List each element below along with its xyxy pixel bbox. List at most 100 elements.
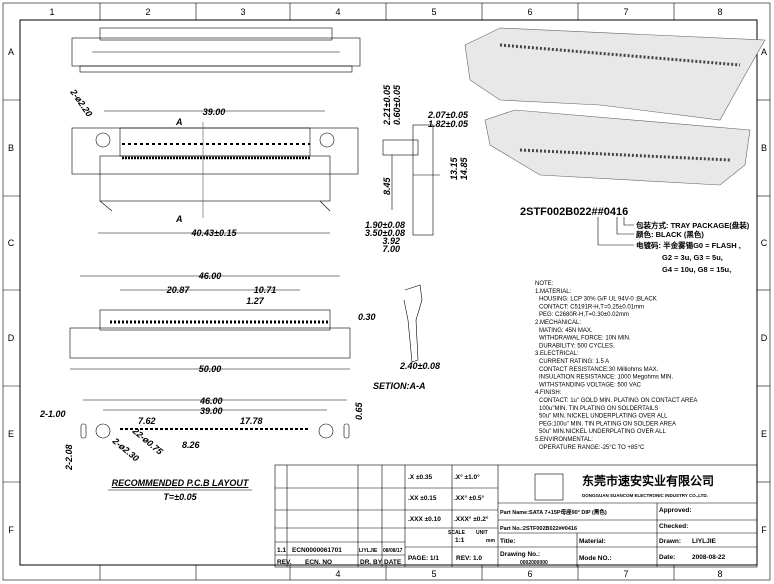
col-label: 5 [431, 569, 436, 579]
note-line: WITHSTANDING VOLTAGE: 500 VAC [539, 382, 642, 388]
drawing-number-label: Drawing No.: [500, 551, 540, 558]
ecn-value: ECN0000061701 [292, 547, 342, 554]
pcb-tolerance: T=±0.05 [163, 492, 197, 502]
drawn-value: LIYLJIE [692, 538, 717, 545]
dim-label: 39.00 [203, 107, 226, 117]
date-value: 08/08/17 [383, 548, 403, 554]
row-label: D [761, 333, 768, 343]
rev-value: 1.1 [277, 547, 286, 554]
tolerance: .XXX° ±0.2° [454, 515, 489, 523]
dim-label: 3.50±0.08 [365, 228, 405, 238]
note-line: CONTACT: 1u" GOLD MIN. PLATING ON CONTAC… [539, 398, 697, 404]
tolerance: .X° ±1.0° [454, 473, 480, 481]
row-label: B [761, 143, 767, 153]
company-name-cn: 东莞市速安实业有限公司 [582, 473, 714, 488]
part-name: Part Name:SATA 7+15P母座90° DIP (黑色) [500, 508, 607, 516]
dim-label: 2-1.00 [39, 409, 66, 419]
dim-label: 0.60±0.05 [392, 84, 402, 125]
part-code-legend: 2STF002B022##0416 包装方式: TRAY PACKAGE(盘装)… [520, 206, 750, 274]
note-line: PEG:100u" MIN. TIN PLATING ON SOLDER ARE… [539, 421, 676, 427]
note-line: CURRENT RATING: 1.5 A [539, 359, 609, 365]
note-line: NOTE: [535, 281, 554, 287]
note-line: HOUSING: LCP 30% G/F UL 94V-0 ;BLACK [539, 297, 657, 303]
code-line: G4 = 10u, G8 = 15u, [662, 265, 731, 274]
dim-label: 2-ø2.30 [110, 435, 141, 463]
dim-label: 40.43±0.15 [191, 228, 238, 238]
dim-label: 17.78 [240, 416, 263, 426]
row-label: F [761, 525, 767, 535]
title-field: Title: [500, 538, 515, 545]
dim-label: 3.92 [382, 236, 400, 246]
notes: NOTE:1.MATERIAL:HOUSING: LCP 30% G/F UL … [535, 281, 697, 451]
code-line: 颜色: BLACK (黑色) [636, 229, 704, 239]
approved-field: Approved: [659, 507, 692, 514]
tolerance: .XX ±0.15 [408, 495, 437, 502]
scale-label: SCALE [448, 530, 466, 536]
ecn-header: ECN. NO [305, 559, 332, 566]
col-label: 7 [623, 7, 628, 17]
drawn-label: Drawn: [659, 538, 681, 545]
drby-header: DR. BY [360, 559, 383, 566]
checked-field: Checked: [659, 523, 688, 530]
dim-label: 2.21±0.05 [382, 84, 392, 126]
pcb-layout-title: RECOMMENDED P.C.B LAYOUT [112, 478, 250, 488]
row-label: A [761, 47, 767, 57]
page-number: PAGE: 1/1 [408, 555, 439, 562]
col-label: 1 [49, 7, 54, 17]
dim-label: 13.15 [449, 156, 459, 180]
plan-view: 39.00 40.43±0.15 2-ø2.20 A A [68, 87, 359, 238]
note-line: 2.MECHANICAL: [535, 320, 581, 326]
note-line: 50u" MIN.NICKEL UNDERPLATING OVER ALL [539, 429, 666, 435]
drawing-number: 0002000000 [520, 560, 548, 566]
unit-label: UNIT [476, 530, 488, 536]
tolerance: .XX° ±0.5° [454, 494, 484, 502]
mold-number-field: Mode NO.: [579, 555, 612, 562]
dim-label: 7.00 [382, 244, 400, 254]
date-value: 2008-08-22 [692, 554, 726, 561]
dim-label: 46.00 [198, 271, 222, 281]
dim-label: 10.71 [254, 285, 277, 295]
date-header: DATE [384, 559, 402, 566]
part-number: Part No.:2STF002B022##0416 [500, 526, 577, 532]
tolerance: .XXX ±0.10 [408, 516, 441, 523]
code-line: G2 = 3u, G3 = 5u, [662, 253, 723, 262]
note-line: WITHDRAWAL FORCE: 10N MIN. [539, 336, 631, 342]
dim-label: 14.85 [459, 156, 469, 180]
row-label: E [8, 429, 14, 439]
note-line: 4.FINISH: [535, 390, 562, 396]
note-line: 50u" MIN. NICKEL UNDERPLATING OVER ALL [539, 414, 668, 420]
front-view: 46.00 20.87 10.71 1.27 0.30 50.00 [69, 271, 376, 374]
scale-value: 1:1 [455, 537, 465, 544]
note-line: OPERATURE RANGE:-25°C TO +85°C [539, 445, 645, 451]
dim-label: 2-2.08 [64, 444, 74, 471]
note-line: PEG: C2680R-H,T=0.30±0.02mm [539, 312, 629, 318]
dim-label: 0.65 [354, 401, 364, 420]
dim-label: 1.27 [246, 296, 265, 306]
note-line: MATING: 45N MAX. [539, 328, 593, 334]
dim-label: 8.45 [382, 176, 392, 195]
code-line: 电镀码: 半金雾锡G0 = FLASH , [636, 240, 741, 250]
note-line: 3.ELECTRICAL: [535, 351, 579, 357]
dim-label: 2.40±0.08 [399, 361, 440, 371]
col-label: 3 [240, 7, 245, 17]
row-label: A [8, 47, 14, 57]
section-label: SETION:A-A [373, 381, 426, 391]
row-label: D [8, 333, 15, 343]
dim-label: 8.26 [182, 440, 201, 450]
dim-label: 7.62 [138, 416, 156, 426]
note-line: 100u"MIN. TIN PLATING ON SOLDERTAILS [539, 406, 658, 412]
note-line: INSULATION RESISTANCE: 1000 Megohms MIN. [539, 375, 673, 381]
note-line: DURABILITY: 500 CYCLES. [539, 343, 615, 349]
note-line: 5.ENVIRONMENTAL: [535, 437, 593, 443]
material-field: Material: [579, 538, 606, 545]
row-label: C [761, 238, 768, 248]
row-label: F [8, 525, 14, 535]
revision: REV: 1.0 [456, 555, 482, 562]
dim-label: 0.30 [358, 312, 376, 322]
col-label: 4 [335, 569, 340, 579]
dim-label: 1.82±0.05 [428, 119, 469, 129]
unit-value: mm [486, 538, 495, 544]
